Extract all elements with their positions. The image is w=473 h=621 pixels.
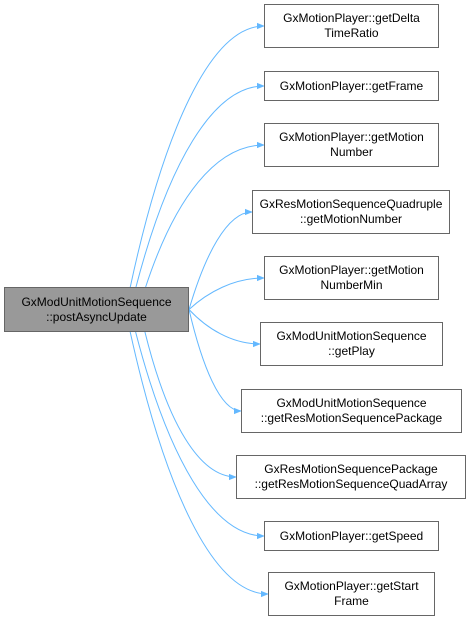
edge-to-target-2 [144,141,265,288]
node-line-2: ::getResMotionSequenceQuadArray [254,477,448,491]
edge-to-target-5 [188,309,261,348]
edge-to-target-1 [135,82,265,288]
edge-to-target-6 [188,309,242,415]
edge-to-target-8 [135,331,265,540]
target-node-getresmotionsequencequadarray[interactable]: GxResMotionSequencePackage ::getResMotio… [236,455,466,499]
target-node-getdeltatimeratio[interactable]: GxMotionPlayer::getDelta TimeRatio [264,4,439,48]
target-node-quadruple-getmotionnumber[interactable]: GxResMotionSequenceQuadruple ::getMotion… [252,190,450,234]
node-line-1: GxMotionPlayer::getFrame [279,78,424,93]
node-line-1: GxMotionPlayer::getMotion [279,263,424,277]
target-node-getplay[interactable]: GxModUnitMotionSequence ::getPlay [260,322,443,366]
node-line-1: GxModUnitMotionSequence [276,396,427,410]
source-node-line-1: GxModUnitMotionSequence [21,294,172,309]
target-node-getmotionnumbermin[interactable]: GxMotionPlayer::getMotion NumberMin [264,256,439,300]
node-line-1: GxModUnitMotionSequence [276,329,427,343]
edge-to-target-7 [144,331,237,481]
node-line-1: GxMotionPlayer::getSpeed [279,528,424,543]
node-line-2: ::getResMotionSequencePackage [260,411,443,425]
node-line-2: Frame [334,594,369,608]
node-line-2: ::getPlay [328,344,375,358]
node-line-2: TimeRatio [324,26,379,40]
node-line-2: ::getMotionNumber [299,212,403,226]
node-line-1: GxMotionPlayer::getStart [284,579,419,593]
node-line-1: GxMotionPlayer::getDelta [283,11,420,25]
source-node-line-2: ::postAsyncUpdate [46,309,147,324]
edge-to-target-9 [129,331,269,598]
node-line-2: NumberMin [320,278,383,292]
node-line-1: GxResMotionSequenceQuadruple [259,197,443,211]
target-node-getspeed[interactable]: GxMotionPlayer::getSpeed [264,521,439,551]
target-node-getstartframe[interactable]: GxMotionPlayer::getStart Frame [268,572,435,616]
node-line-1: GxMotionPlayer::getMotion [279,130,424,144]
node-line-1: GxResMotionSequencePackage [264,462,438,476]
node-line-2: Number [330,145,373,159]
target-node-getmotionnumber[interactable]: GxMotionPlayer::getMotion Number [264,123,439,167]
source-node-postasyncupdate[interactable]: GxModUnitMotionSequence ::postAsyncUpdat… [4,287,189,332]
target-node-getframe[interactable]: GxMotionPlayer::getFrame [264,71,439,101]
edge-to-target-4 [188,274,265,310]
target-node-getresmotionsequencepackage[interactable]: GxModUnitMotionSequence ::getResMotionSe… [241,389,462,433]
edge-to-target-0 [129,22,265,288]
edge-to-target-3 [188,208,253,310]
